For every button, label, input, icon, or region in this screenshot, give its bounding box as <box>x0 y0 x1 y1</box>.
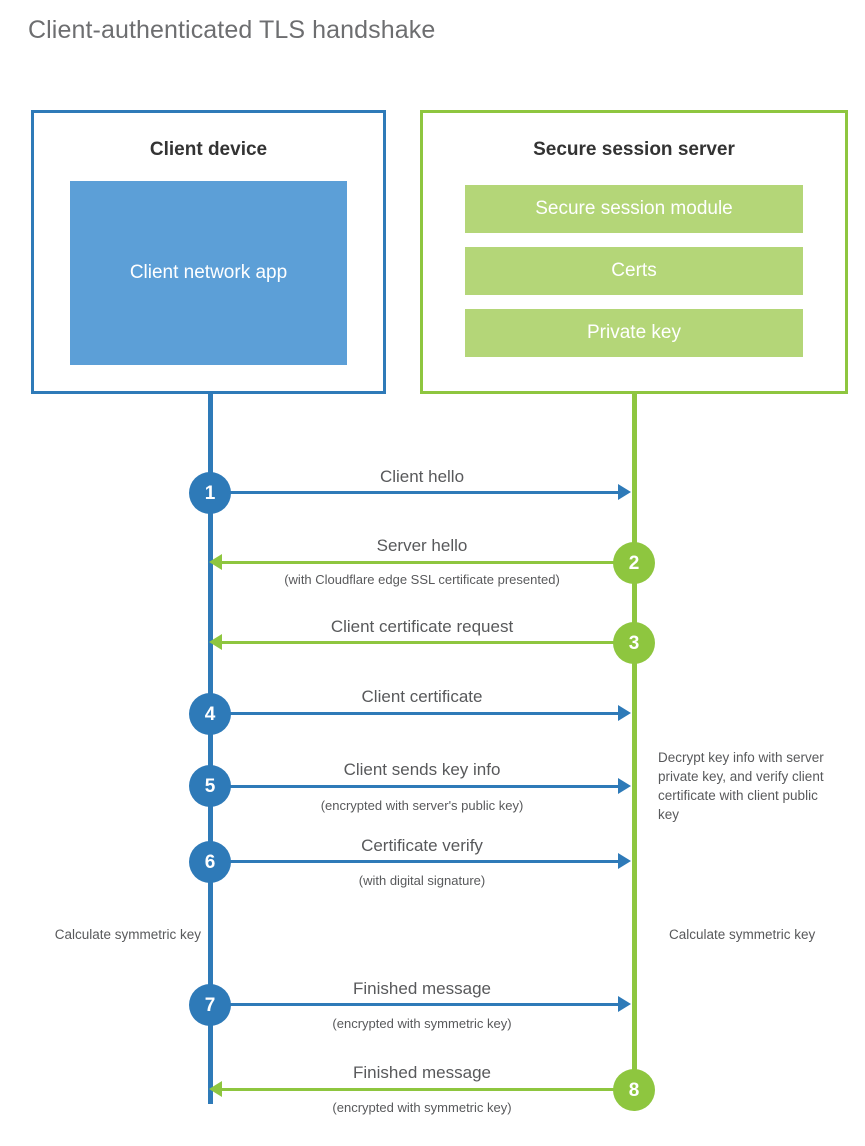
page-title: Client-authenticated TLS handshake <box>28 16 436 44</box>
step-5-arrow-line <box>210 785 620 788</box>
client-device-box: Client device Client network app <box>31 110 386 394</box>
step-7-label: Finished message <box>353 979 491 998</box>
step-8-arrow-head-icon <box>209 1081 222 1097</box>
client-device-title: Client device <box>149 139 268 160</box>
step-8-arrow-line <box>222 1088 634 1091</box>
step-1-arrow-head-icon <box>618 484 631 500</box>
step-1-circle: 1 <box>189 472 231 514</box>
step-3-label: Client certificate request <box>330 617 514 636</box>
server-component-list: Secure session module Certs Private key <box>465 185 803 357</box>
step-3-circle: 3 <box>613 622 655 664</box>
server-lifeline <box>632 394 637 1094</box>
step-3-arrow-line <box>222 641 634 644</box>
step-7-arrow-line <box>210 1003 620 1006</box>
step-6-arrow-head-icon <box>618 853 631 869</box>
step-7-arrow-head-icon <box>618 996 631 1012</box>
step-5-arrow-head-icon <box>618 778 631 794</box>
step-2-sublabel: (with Cloudflare edge SSL certificate pr… <box>284 572 560 587</box>
secure-session-server-box: Secure session server Secure session mod… <box>420 110 848 394</box>
client-lifeline <box>208 394 213 1104</box>
step-8-label: Finished message <box>353 1063 491 1082</box>
step-6-sublabel: (with digital signature) <box>358 873 486 888</box>
step-2-label: Server hello <box>376 536 468 555</box>
step-7-circle: 7 <box>189 984 231 1026</box>
server-calculate-symmetric-key-note: Calculate symmetric key <box>669 927 816 942</box>
step-6-circle: 6 <box>189 841 231 883</box>
step-2-circle: 2 <box>613 542 655 584</box>
step-1-arrow-line <box>210 491 620 494</box>
step-5-label: Client sends key info <box>343 760 501 779</box>
step-6-label: Certificate verify <box>361 836 483 855</box>
server-decrypt-annotation: Decrypt key info with server private key… <box>658 750 824 823</box>
step-7-sublabel: (encrypted with symmetric key) <box>332 1016 512 1031</box>
step-4-arrow-head-icon <box>618 705 631 721</box>
step-8-sublabel: (encrypted with symmetric key) <box>332 1100 512 1115</box>
client-network-app-box: Client network app <box>70 181 347 365</box>
step-6-arrow-line <box>210 860 620 863</box>
step-5-sublabel: (encrypted with server's public key) <box>320 798 524 813</box>
server-item-certs: Certs <box>465 247 803 295</box>
step-4-circle: 4 <box>189 693 231 735</box>
step-5-circle: 5 <box>189 765 231 807</box>
step-4-label: Client certificate <box>361 687 483 706</box>
server-item-secure-session-module: Secure session module <box>465 185 803 233</box>
step-1-label: Client hello <box>379 467 465 486</box>
step-8-circle: 8 <box>613 1069 655 1111</box>
step-2-arrow-head-icon <box>209 554 222 570</box>
step-2-arrow-line <box>222 561 634 564</box>
client-calculate-symmetric-key-note: Calculate symmetric key <box>54 927 201 942</box>
secure-session-server-title: Secure session server <box>533 139 735 160</box>
step-3-arrow-head-icon <box>209 634 222 650</box>
step-4-arrow-line <box>210 712 620 715</box>
server-item-private-key: Private key <box>465 309 803 357</box>
